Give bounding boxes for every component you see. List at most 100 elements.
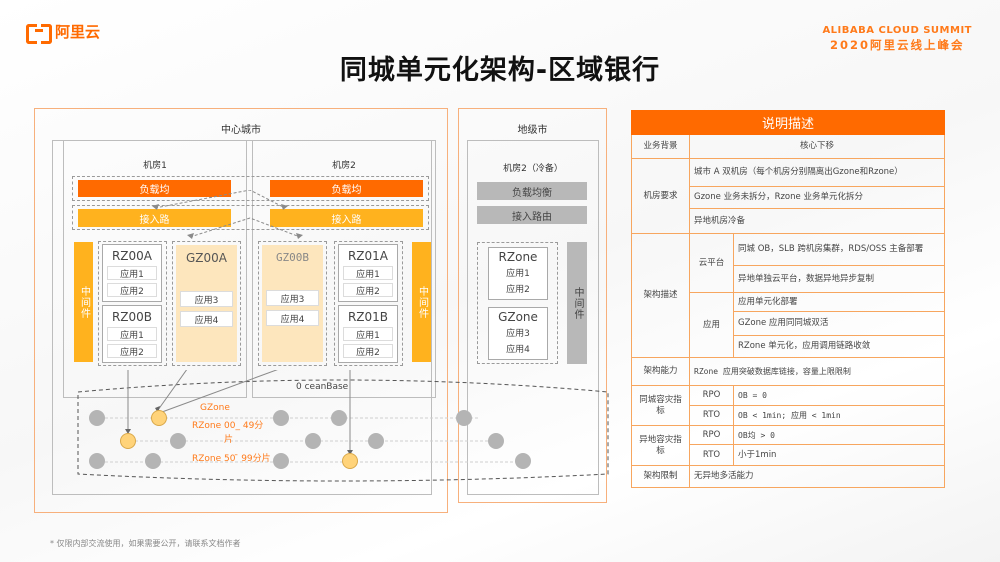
app-box: 应用3 <box>493 326 543 339</box>
ob-node-rzone-a <box>120 433 136 449</box>
logo-text: 阿里云 <box>55 22 101 41</box>
gzone-title: GZ00A <box>186 251 227 265</box>
gzone-gz00b: GZ00B 应用3 应用4 <box>262 245 323 362</box>
rto-label: RTO <box>690 406 734 425</box>
row-label: 机房要求 <box>632 159 690 233</box>
row-architecture-capability: 架构能力 RZone 应用突破数据库链接，容量上限限制 <box>631 358 945 386</box>
row-architecture-description: 架构描述 云平台 同城 OB，SLB 跨机房集群，RDS/OSS 主备部署 异地… <box>631 234 945 358</box>
row-value: RZone 应用突破数据库链接，容量上限限制 <box>694 367 851 376</box>
room2-middleware-label: 中间件 <box>416 285 428 319</box>
prefecture-access-router: 接入路由 <box>477 206 587 224</box>
room1-load-balancer: 负载均 <box>78 180 231 197</box>
app-box: 应用2 <box>343 283 393 297</box>
room2-load-balancer: 负载均 <box>270 180 423 197</box>
row-value: 核心下移 <box>799 141 834 151</box>
description-table: 说明描述 业务背景 核心下移 机房要求 城市 A 双机房（每个机房分别隔离出Gz… <box>631 110 945 488</box>
row-label: 架构能力 <box>632 358 690 385</box>
ob-node <box>89 410 105 426</box>
rzone-rz00a: RZ00A 应用1 应用2 <box>102 244 162 302</box>
rzone-title: RZ00A <box>111 249 153 263</box>
room2-access-router: 接入路 <box>270 209 423 227</box>
rzone-title: RZone <box>498 250 538 264</box>
room1-frame <box>63 140 247 398</box>
app-box: 应用3 <box>266 290 319 306</box>
ob-node <box>273 453 289 469</box>
alibaba-cloud-logo: 阿里云 <box>26 22 101 44</box>
rto-label: RTO <box>690 445 734 465</box>
app-box: 应用4 <box>266 310 319 326</box>
ob-node <box>515 453 531 469</box>
prefecture-middleware-label: 中间件 <box>572 286 583 320</box>
row-item: 应用单元化部署 <box>734 293 944 312</box>
ob-rzone-a-label-cont: 片 <box>224 435 234 445</box>
row-label: 异地容灾指标 <box>632 426 690 465</box>
row-item: RZone 单元化，应用调用链路收敛 <box>738 341 871 351</box>
ob-node <box>305 433 321 449</box>
room2-label: 机房2 <box>332 161 356 171</box>
app-box: 应用1 <box>343 266 393 280</box>
ob-node-gzone <box>151 410 167 426</box>
rpo-value: OB均 > 0 <box>738 430 775 440</box>
gz00a-group <box>172 241 241 366</box>
oceanbase-label: 0 ceanBase <box>296 382 349 392</box>
ob-node <box>89 453 105 469</box>
footnote: * 仅限内部交流使用，如果需要公开，请联系文档作者 <box>50 539 241 548</box>
rzone-rz01b: RZ01B 应用1 应用2 <box>338 305 398 363</box>
prefecture-zone-group <box>477 242 558 364</box>
row-item: Gzone 业务未拆分，Rzone 业务单元化拆分 <box>690 187 944 209</box>
room1-access-router: 接入路 <box>78 209 231 227</box>
row-item: 城市 A 双机房（每个机房分别隔离出Gzone和Rzone） <box>690 159 944 187</box>
lb-strip <box>72 176 429 201</box>
prefecture-rzone: RZone 应用1 应用2 <box>488 247 548 300</box>
row-architecture-limit: 架构限制 无异地多活能力 <box>631 466 945 488</box>
app-box: 应用2 <box>493 282 543 295</box>
row-same-city-dr: 同城容灾指标 RPO OB = 0 RTO OB < 1min; 应用 < 1m… <box>631 386 945 426</box>
rpo-value: OB = 0 <box>738 391 767 400</box>
rzone-title: RZ01B <box>347 310 389 324</box>
ob-rzone-b-label: RZone 50 ̄ 99分片 <box>192 454 271 464</box>
traffic-arrows <box>152 190 303 239</box>
ob-node <box>273 410 289 426</box>
gz00b-group <box>258 241 327 366</box>
prefecture-city-frame <box>458 108 607 503</box>
app-box: 应用4 <box>180 311 233 327</box>
rz00-group <box>98 241 167 366</box>
ob-node <box>456 410 472 426</box>
rzone-title: RZ00B <box>111 310 153 324</box>
table-title: 说明描述 <box>631 110 945 135</box>
ob-node <box>170 433 186 449</box>
app-box: 应用1 <box>493 266 543 279</box>
sub-label: 应用 <box>690 293 734 357</box>
prefecture-room-label: 机房2（冷备） <box>503 164 563 174</box>
rzone-rz01a: RZ01A 应用1 应用2 <box>338 244 398 302</box>
rz01-group <box>334 241 403 366</box>
prefecture-room-frame <box>467 140 599 495</box>
ob-rzone-a-label: RZone 00_ 49分 <box>192 421 264 431</box>
summit-cn: 2020阿里云线上峰会 <box>829 38 965 52</box>
row-business-background: 业务背景 核心下移 <box>631 135 945 159</box>
room2-middleware: 中间件 <box>412 242 431 362</box>
router-strip <box>72 205 429 230</box>
app-box: 应用2 <box>343 344 393 358</box>
app-box: 应用1 <box>107 266 157 280</box>
app-box: 应用1 <box>107 327 157 341</box>
row-item: 异地单独云平台，数据异地异步复制 <box>738 273 875 284</box>
center-city-label: 中心城市 <box>221 125 261 136</box>
ob-node <box>368 433 384 449</box>
sub-label: 云平台 <box>690 234 734 292</box>
room1-middleware-label: 中间件 <box>78 285 90 319</box>
ob-node <box>331 410 347 426</box>
prefecture-city-label: 地级市 <box>517 125 548 136</box>
ob-node <box>145 453 161 469</box>
row-label: 架构描述 <box>632 234 690 357</box>
row-item: 异地机房冷备 <box>694 215 746 226</box>
prefecture-middleware: 中间件 <box>567 242 587 364</box>
prefecture-gzone: GZone 应用3 应用4 <box>488 307 548 360</box>
row-value: 无异地多活能力 <box>694 471 754 481</box>
summit-badge: ALIBABA CLOUD SUMMIT 2020阿里云线上峰会 <box>822 25 972 53</box>
rzone-title: RZ01A <box>347 249 389 263</box>
prefecture-load-balancer: 负载均衡 <box>477 182 587 200</box>
app-box: 应用2 <box>107 283 157 297</box>
row-item: 同城 OB，SLB 跨机房集群，RDS/OSS 主备部署 <box>734 234 944 266</box>
rzone-rz00b: RZ00B 应用1 应用2 <box>102 305 162 363</box>
